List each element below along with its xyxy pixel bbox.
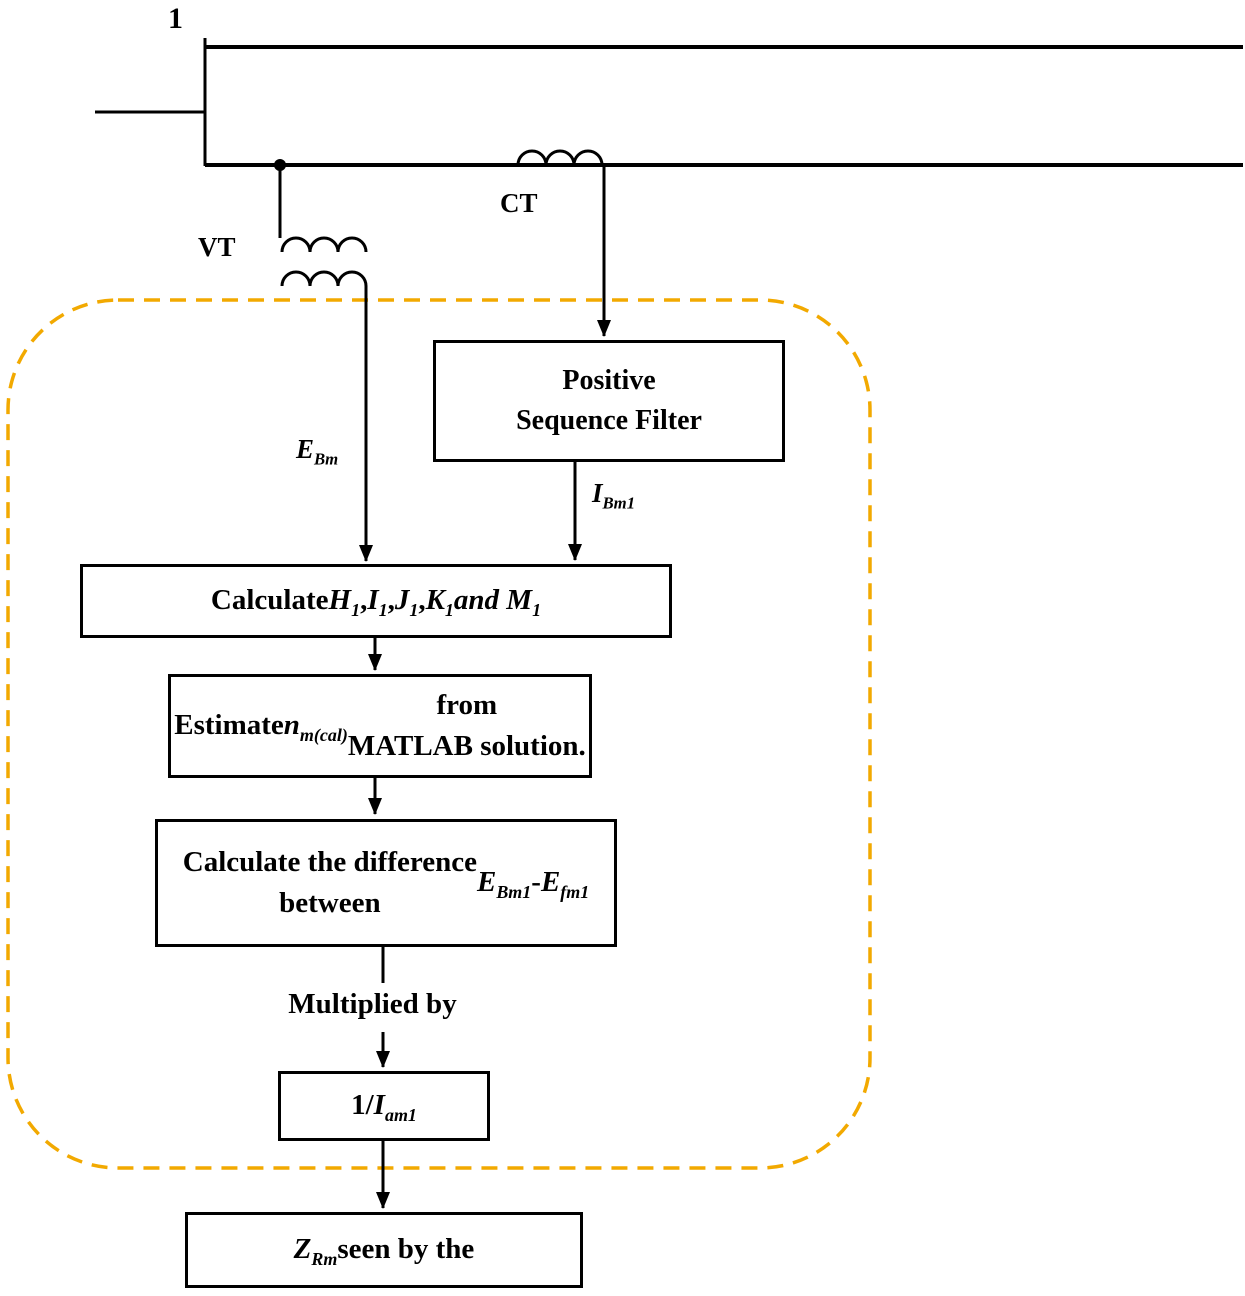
bus-lines xyxy=(95,38,1243,167)
impedance-box: ZRm seen by the xyxy=(185,1212,583,1288)
dashed-boundary xyxy=(6,298,872,1170)
ebm-signal-label: EBm xyxy=(296,434,339,469)
ct-coil-icon xyxy=(516,149,604,166)
difference-box: Calculate the difference between EBm1-Ef… xyxy=(155,819,617,947)
vt-coil-icon xyxy=(278,165,368,287)
ct-label: CT xyxy=(500,188,538,218)
vt-primary-coil-icon xyxy=(280,236,368,253)
positive-sequence-filter-box: Positive Sequence Filter xyxy=(433,340,785,462)
multiplied-by-label: Multiplied by xyxy=(288,988,457,1020)
calculate-coefficients-box: Calculate H1, I1, J1, K1 and M1 xyxy=(80,564,672,638)
ibm1-signal-label: IBm1 xyxy=(592,478,636,513)
connectors xyxy=(359,165,611,1209)
vt-label: VT xyxy=(198,232,236,262)
inverse-current-box: 1/Iam1 xyxy=(278,1071,490,1141)
vt-secondary-coil-icon xyxy=(280,270,368,287)
bus-label: 1 xyxy=(168,2,183,35)
estimate-box: Estimate nm(cal) from MATLAB solution. xyxy=(168,674,592,778)
